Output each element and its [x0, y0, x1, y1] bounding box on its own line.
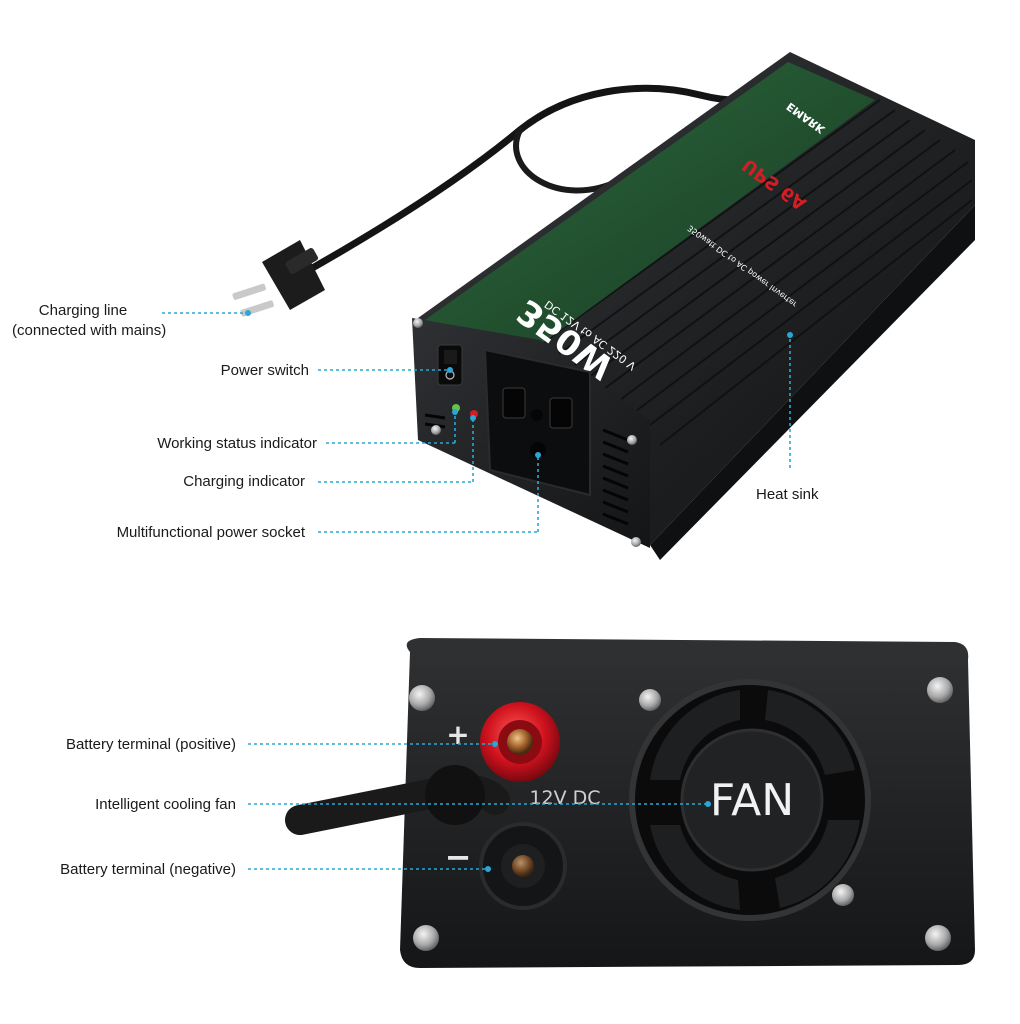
label-battery-negative: Battery terminal (negative) — [60, 861, 236, 878]
label-charging-line: Charging line — [0, 301, 166, 321]
negative-terminal — [479, 822, 567, 910]
callout-dots — [245, 310, 793, 872]
minus-sign: − — [445, 838, 472, 876]
label-cooling-fan: Intelligent cooling fan — [95, 796, 236, 813]
inverter-back-panel: FAN + − 12V DC — [285, 638, 975, 968]
callout-lines — [162, 312, 791, 870]
green-label-panel — [425, 62, 875, 345]
label-charging-line-2: (connected with mains) — [12, 322, 167, 339]
label-working-status: Working status indicator — [157, 435, 317, 452]
voltage-text: 12V DC — [529, 787, 600, 809]
cooling-fan: FAN — [629, 679, 871, 921]
label-heat-sink: Heat sink — [756, 486, 819, 503]
power-switch[interactable] — [437, 344, 463, 386]
plug — [232, 240, 325, 317]
label-power-socket: Multifunctional power socket — [116, 524, 305, 541]
plus-sign: + — [446, 718, 469, 751]
fan-text: FAN — [710, 775, 794, 826]
positive-terminal — [480, 702, 560, 782]
label-power-switch: Power switch — [220, 362, 309, 379]
label-battery-positive: Battery terminal (positive) — [65, 736, 236, 753]
inverter-top-view: 350W DC 12V to AC 220 V 350watt DC to AC… — [232, 52, 975, 560]
label-charging-indicator: Charging indicator — [183, 473, 305, 490]
power-socket — [483, 348, 591, 497]
label-charging-line-1: Charging line — [38, 302, 128, 319]
